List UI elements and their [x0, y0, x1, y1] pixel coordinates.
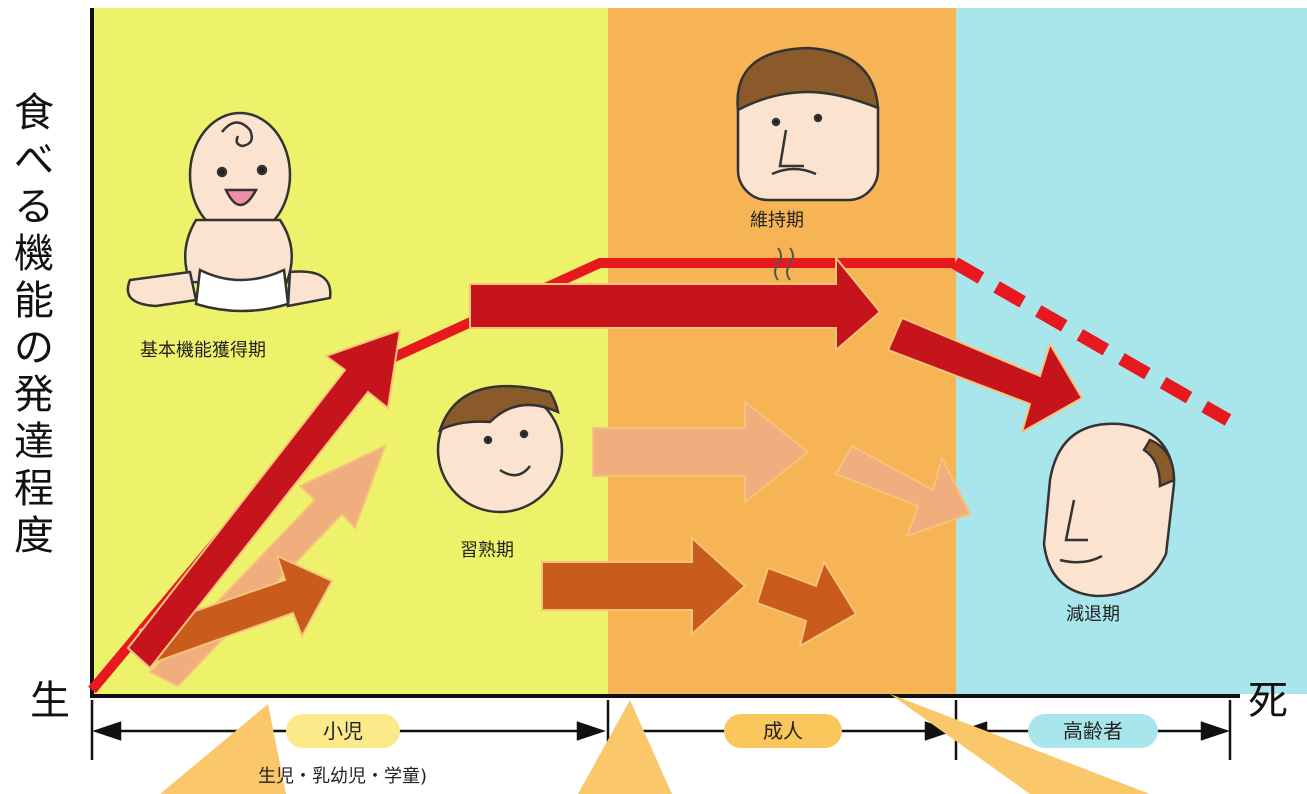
brown-arrow-3 [755, 559, 858, 649]
x-start-label: 生 [30, 678, 70, 724]
brown-arrow-2 [541, 535, 747, 637]
brown-arrow-1 [138, 554, 334, 666]
mastery-period-label: 習熟期 [460, 540, 514, 561]
light-arrow-2 [592, 399, 810, 505]
y-label-char: る [14, 184, 54, 230]
brown-arrows [138, 535, 858, 666]
y-axis-label: 食 べ る 機 能 の 発 達 程 度 [8, 90, 60, 560]
steam-icon [774, 247, 794, 281]
baby-illustration [126, 111, 332, 313]
child-face-illustration [436, 384, 564, 514]
adult-face-illustration [736, 46, 880, 202]
elderly-zone [956, 8, 1307, 694]
pointer-wedge-1 [160, 704, 286, 794]
basic-period-label: 基本機能獲得期 [140, 340, 266, 361]
adult-group-pill: 成人 [724, 714, 842, 748]
elderly-face-illustration [1042, 422, 1176, 598]
y-label-char: 発 [14, 372, 54, 418]
decline-period-label: 減退期 [1066, 604, 1120, 625]
maintenance-period-label: 維持期 [750, 210, 804, 231]
elderly-group-pill: 高齢者 [1028, 714, 1158, 748]
red-arrows [126, 255, 1084, 670]
y-label-char: べ [14, 137, 54, 183]
red-arrow-3 [886, 316, 1084, 435]
child-group-pill: 小児 [286, 714, 400, 748]
child-group-subtitle: 生児・乳幼児・学童) [258, 766, 428, 787]
pointer-wedge-2 [578, 700, 672, 794]
y-label-char: 機 [14, 231, 54, 277]
y-label-char: の [14, 325, 54, 371]
decline-curve-dashed [951, 257, 1232, 426]
y-label-char: 食 [14, 90, 54, 136]
y-label-char: 能 [14, 278, 54, 324]
light-arrow-3 [834, 444, 972, 538]
pointer-wedge-3 [890, 694, 1150, 794]
red-arrow-2 [469, 255, 882, 353]
y-label-char: 達 [14, 419, 54, 465]
pointer-wedges [160, 694, 1150, 794]
y-label-char: 度 [14, 513, 54, 559]
x-end-label: 死 [1248, 678, 1288, 724]
red-arrow-1 [126, 328, 402, 670]
y-label-char: 程 [14, 466, 54, 512]
